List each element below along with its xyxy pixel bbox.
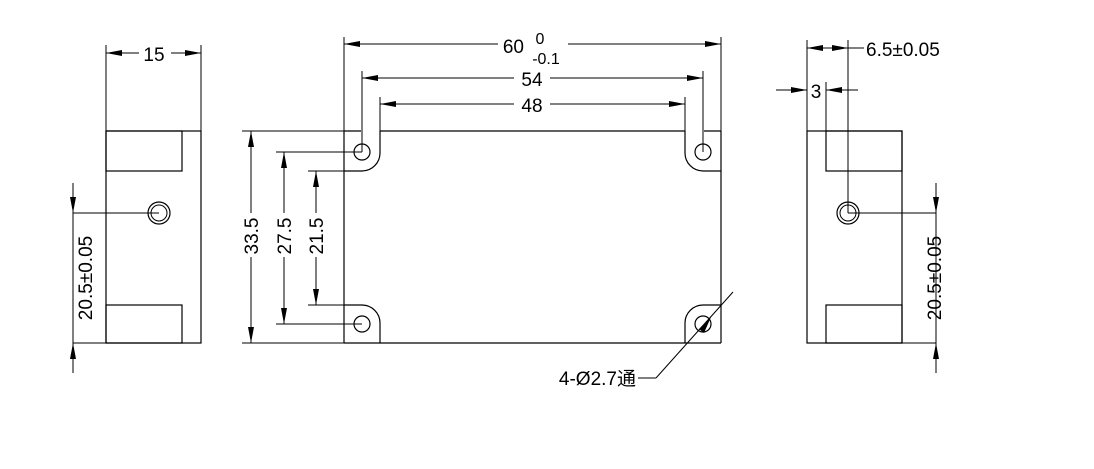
height-27-5-label: 27.5	[275, 218, 296, 255]
right-hole-height-label: 20.5±0.05	[925, 236, 946, 320]
height-33-5-label: 33.5	[242, 218, 263, 255]
overall-width-lower-tol: -0.1	[532, 51, 560, 68]
left-side-view: 15 20.5±0.05	[70, 43, 202, 373]
right-3-label: 3	[811, 82, 822, 103]
hole-span-54-label: 54	[521, 70, 543, 91]
slot-span-48-label: 48	[521, 96, 542, 117]
overall-width-label: 60	[503, 37, 524, 58]
front-view: 60 0 -0.1 54 48 33.5 27.5	[241, 30, 734, 390]
height-21-5-label: 21.5	[307, 218, 328, 255]
left-hole-height-label: 20.5±0.05	[76, 236, 97, 320]
right-offset-label: 6.5±0.05	[866, 40, 940, 61]
hole-callout-label: 4-Ø2.7通	[559, 368, 636, 390]
right-side-view: 6.5±0.05 3 20.5±0.05	[776, 40, 946, 373]
overall-width-upper-tol: 0	[536, 31, 545, 48]
left-width-label: 15	[143, 45, 164, 66]
